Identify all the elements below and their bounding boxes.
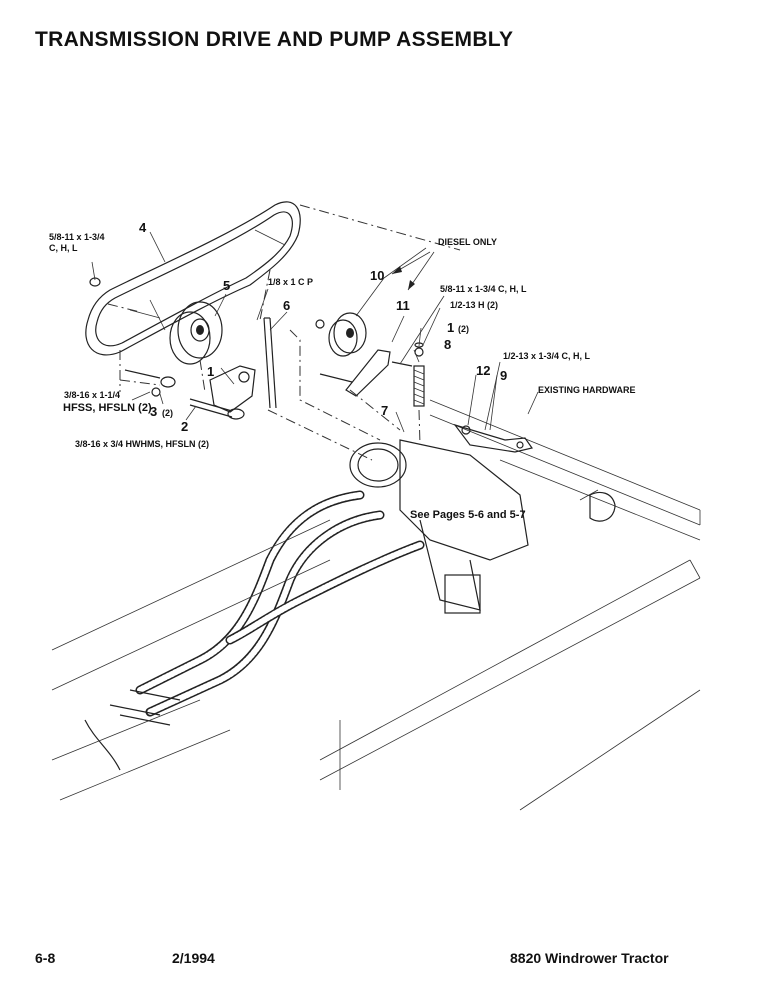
spec-38-b: HFSS, HFSLN (2)	[63, 402, 152, 414]
spec-12-chl: 1/2-13 x 1-3/4 C, H, L	[503, 351, 591, 361]
callout-4: 4	[139, 220, 147, 235]
diesel-idler-arm	[319, 349, 413, 397]
spec-38-a: 3/8-16 x 1-1/4	[64, 390, 120, 400]
callout-12: 12	[476, 363, 490, 378]
spec-12-h: 1/2-13 H (2)	[450, 300, 498, 310]
bracket-hardware	[89, 277, 176, 397]
callout-1: 1	[207, 364, 214, 379]
callout-3-qty: (2)	[162, 408, 173, 418]
spec-existing-hardware: EXISTING HARDWARE	[538, 385, 636, 395]
diesel-pointer-arrows	[391, 251, 435, 291]
drive-belt	[85, 201, 301, 356]
spec-58-a1: 5/8-11 x 1-3/4	[49, 232, 105, 242]
callout-5: 5	[223, 278, 230, 293]
tension-spring	[413, 342, 425, 407]
tension-rod	[263, 317, 277, 409]
callout-6: 6	[283, 298, 290, 313]
leader-lines	[91, 231, 539, 433]
callout-1b-qty: (2)	[458, 324, 469, 334]
spec-see-pages: See Pages 5-6 and 5-7	[410, 509, 526, 521]
footer-page-number: 6-8	[35, 950, 56, 966]
spec-58-b: 5/8-11 x 1-3/4 C, H, L	[440, 284, 527, 294]
hydraulic-hoses	[84, 490, 425, 771]
hydrostatic-pump	[349, 439, 529, 614]
callout-11: 11	[396, 298, 410, 313]
spec-38-c: 3/8-16 x 3/4 HWHMS, HFSLN (2)	[75, 439, 209, 449]
footer-date: 2/1994	[172, 950, 215, 966]
callout-9: 9	[500, 368, 507, 383]
page-title: TRANSMISSION DRIVE AND PUMP ASSEMBLY	[35, 28, 514, 51]
spec-58-a2: C, H, L	[49, 243, 78, 253]
callout-10: 10	[370, 268, 384, 283]
diesel-pulley	[315, 312, 367, 357]
idler-pulley	[169, 301, 223, 365]
spec-cotter-pin: 1/8 x 1 C P	[268, 277, 313, 287]
callout-3: 3	[150, 404, 157, 419]
spec-diesel-only: DIESEL ONLY	[438, 237, 497, 247]
assembly-lines	[107, 204, 461, 461]
mounting-bracket	[453, 423, 533, 453]
tractor-frame	[51, 399, 701, 811]
callout-1b: 1	[447, 320, 454, 335]
idler-arm	[189, 365, 256, 420]
footer-model: 8820 Windrower Tractor	[510, 950, 669, 966]
callout-2: 2	[181, 419, 188, 434]
callout-8: 8	[444, 337, 451, 352]
callout-7: 7	[381, 403, 388, 418]
